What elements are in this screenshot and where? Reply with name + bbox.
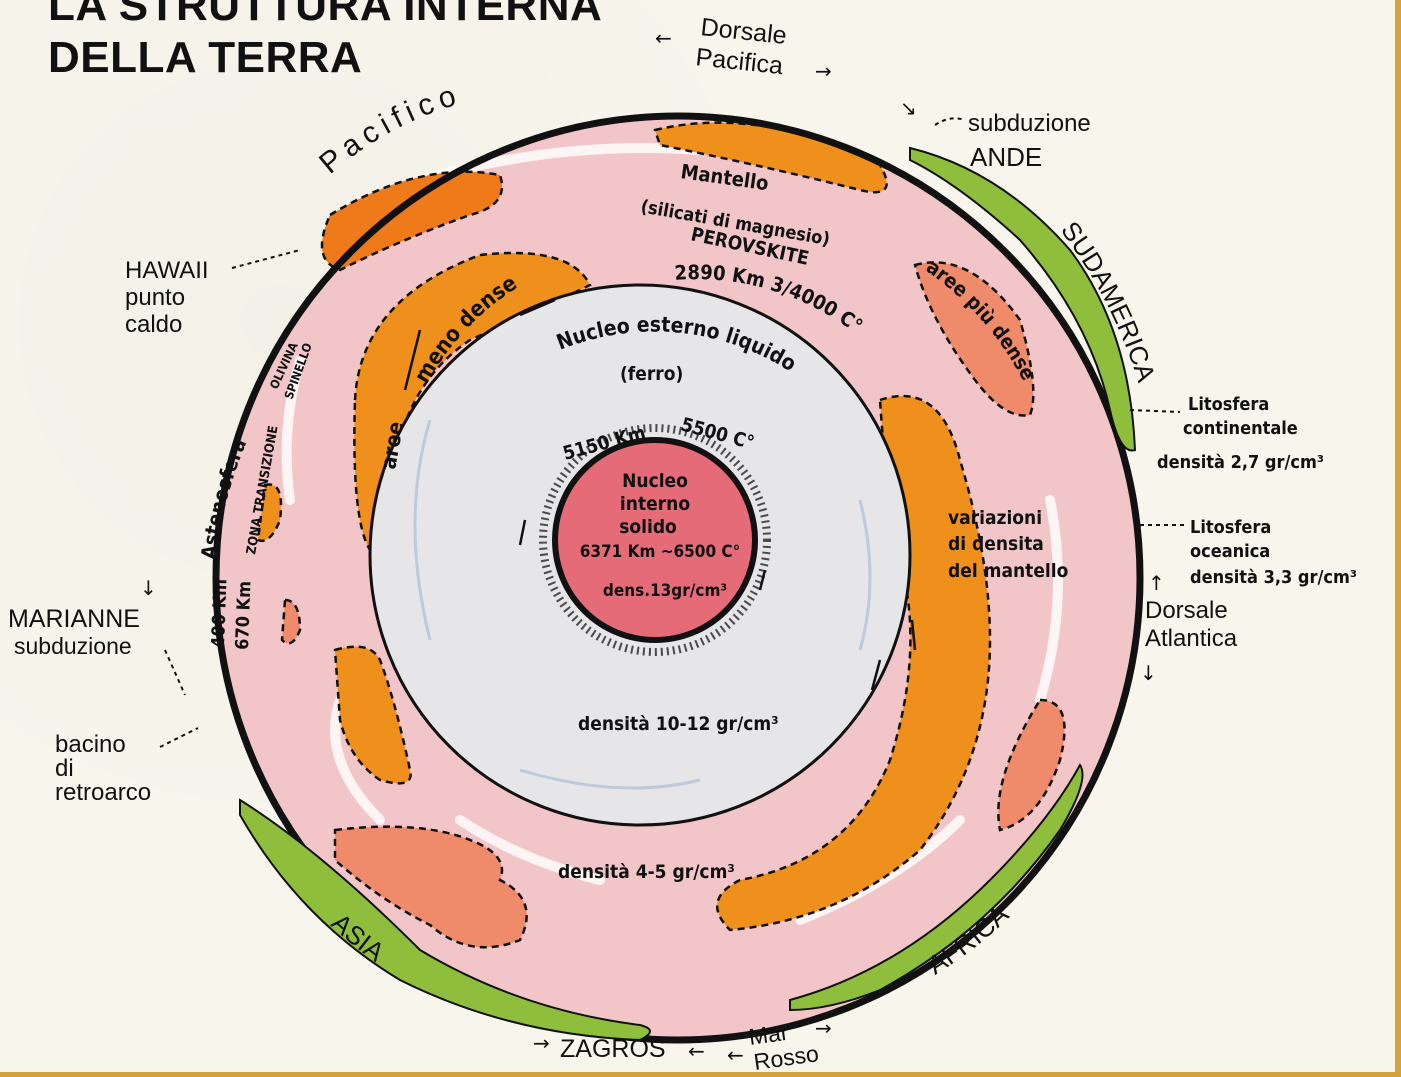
arrow-down-right-icon: ↘ [900, 96, 917, 120]
label-lito-cont-1: Litosfera [1188, 394, 1269, 415]
label-variazioni-1: variazioni [948, 507, 1042, 529]
label-lito-oce-1: Litosfera [1190, 517, 1271, 538]
label-variazioni-3: del mantello [948, 560, 1069, 582]
arrow-up-icon: ↑ [1148, 571, 1165, 595]
inner-core-depth: 6371 Km ~6500 C° [580, 542, 741, 562]
label-marianne: MARIANNE [8, 605, 140, 633]
label-pacifico: Pacifico [313, 78, 465, 181]
label-bacino: bacino [55, 731, 126, 758]
label-dorsale-atlantica-1: Dorsale [1145, 597, 1228, 624]
inner-core-line2: interno [620, 493, 690, 515]
label-zagros: ZAGROS [560, 1035, 666, 1063]
label-di: di [55, 755, 74, 782]
label-caldo: caldo [125, 311, 182, 338]
label-400km: 400 Km [208, 579, 231, 649]
label-670km: 670 Km [232, 581, 255, 651]
arrow-left-icon-2: ← [688, 1039, 705, 1063]
label-variazioni-2: di densita [948, 533, 1044, 555]
arrow-down-icon: ↓ [140, 576, 157, 600]
label-ferro: (ferro) [620, 363, 683, 385]
label-dorsale-pacifica-2: Pacifica [694, 43, 784, 80]
label-hawaii: HAWAII [125, 257, 209, 284]
arrow-left-icon-3: ← [727, 1043, 744, 1067]
arrow-right-icon-2: → [533, 1031, 550, 1055]
arrow-right-icon-3: → [815, 1016, 832, 1040]
inner-core-line3: solido [619, 516, 677, 538]
label-lito-cont-dens: densità 2,7 gr/cm³ [1157, 452, 1324, 473]
label-marianne-subduzione: subduzione [14, 633, 132, 659]
arrow-left-icon: ← [655, 26, 672, 50]
arrow-right-icon: → [815, 59, 832, 83]
label-subduzione-ande: subduzione [968, 110, 1091, 137]
label-lito-oce-dens: densità 3,3 gr/cm³ [1190, 567, 1357, 588]
label-lito-oce-2: oceanica [1190, 541, 1270, 562]
arrow-down-icon-2: ↓ [1140, 661, 1157, 685]
inner-core-line1: Nucleo [622, 470, 688, 492]
label-dorsale-atlantica-2: Atlantica [1145, 625, 1238, 652]
inner-core-dens: dens.13gr/cm³ [603, 581, 727, 601]
label-ande: ANDE [970, 142, 1042, 172]
label-densita-4-5: densità 4-5 gr/cm³ [558, 861, 735, 883]
label-retroarco: retroarco [55, 779, 151, 806]
label-lito-cont-2: continentale [1183, 418, 1298, 439]
label-punto: punto [125, 284, 185, 311]
label-densita-10-12: densità 10-12 gr/cm³ [578, 713, 779, 735]
